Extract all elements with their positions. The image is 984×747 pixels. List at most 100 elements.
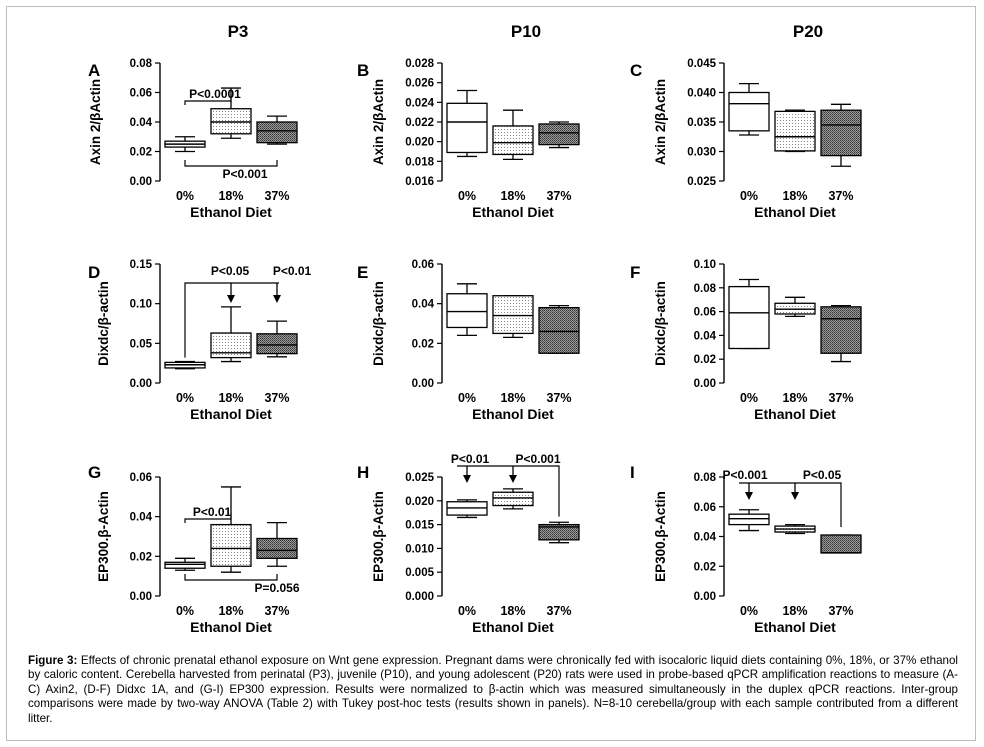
y-tick-label: 0.05 (130, 338, 153, 350)
y-tick-label: 0.00 (130, 176, 152, 188)
figure-panels: A 0.00 0.02 0.04 0.06 0.08 Axin 2/βActin 0% 18% 3… (88, 58, 862, 635)
x-tick-label: 37% (264, 189, 289, 203)
x-tick-label: 18% (218, 189, 243, 203)
panel-letter: F (630, 263, 640, 282)
box (492, 295, 534, 335)
y-tick-label: 0.06 (130, 88, 152, 100)
panel-letter: D (88, 263, 100, 282)
significance-bracket (739, 482, 842, 528)
y-tick-label: 0.018 (405, 156, 434, 168)
x-axis-label: Ethanol Diet (472, 204, 554, 220)
y-axis-label: EP300.β-Actin (371, 491, 386, 582)
y-tick-label: 0.016 (405, 176, 434, 188)
y-tick-label: 0.025 (687, 176, 716, 188)
box (728, 91, 770, 132)
y-tick-label: 0.005 (405, 567, 434, 579)
y-tick-label: 0.06 (694, 307, 716, 319)
panel-letter: I (630, 463, 635, 482)
y-axis-label: Axin 2/βActin (653, 79, 668, 165)
panel-letter: G (88, 463, 101, 482)
column-header-p3: P3 (227, 22, 249, 41)
x-tick-label: 37% (828, 391, 853, 405)
panel-letter: E (357, 263, 368, 282)
caption-text: Effects of chronic prenatal ethanol expo… (28, 654, 958, 725)
panel-i: I0.000.020.040.060.08EP300.β-Actin0%18%3… (630, 463, 862, 635)
significance-arrow-head (463, 475, 471, 483)
y-tick-label: 0.035 (687, 117, 716, 129)
x-tick-label: 0% (458, 189, 476, 203)
box (728, 513, 770, 526)
y-axis-label: EP300.β-Actin (653, 491, 668, 582)
x-tick-label: 37% (546, 604, 571, 618)
x-tick-label: 0% (176, 604, 194, 618)
x-tick-label: 18% (218, 391, 243, 405)
y-tick-label: 0.02 (130, 551, 152, 563)
y-tick-label: 0.10 (130, 299, 152, 311)
figure-caption: Figure 3: Effects of chronic prenatal et… (28, 654, 958, 726)
x-tick-label: 0% (740, 391, 758, 405)
y-tick-label: 0.15 (130, 259, 153, 271)
x-tick-label: 37% (546, 189, 571, 203)
x-tick-label: 18% (782, 189, 807, 203)
x-axis-label: Ethanol Diet (472, 406, 554, 422)
y-tick-label: 0.10 (694, 259, 716, 271)
y-tick-label: 0.020 (405, 496, 434, 508)
x-axis-label: Ethanol Diet (754, 204, 836, 220)
significance-label: P=0.056 (254, 581, 299, 595)
box (446, 102, 488, 154)
panel-g: G0.000.020.040.06EP300.β-Actin0%18%37%Et… (88, 463, 300, 635)
significance-label: P<0.05 (211, 264, 250, 278)
box (820, 306, 862, 354)
y-tick-label: 0.08 (694, 472, 717, 484)
y-tick-label: 0.030 (687, 147, 716, 159)
y-tick-label: 0.06 (412, 259, 434, 271)
panel-e: E0.000.020.040.06Dixdc/β-actin0%18%37%Et… (357, 259, 580, 422)
panel-letter: A (88, 61, 100, 80)
x-tick-label: 18% (782, 604, 807, 618)
y-tick-label: 0.00 (694, 591, 716, 603)
panel-d: D0.000.050.100.15Dixdc/β-actin0%18%37%Et… (88, 259, 312, 422)
box (492, 125, 534, 156)
y-axis-label: Axin 2/βActin (88, 79, 103, 165)
x-tick-label: 18% (500, 391, 525, 405)
panel-h: H0.0000.0050.0100.0150.0200.025EP300.β-A… (357, 452, 580, 635)
panel-f: F0.000.020.040.060.080.10Dixdc/β-actin0%… (630, 259, 862, 422)
box (164, 561, 206, 569)
y-tick-label: 0.08 (694, 283, 717, 295)
y-tick-label: 0.06 (130, 472, 152, 484)
box (774, 110, 816, 152)
y-tick-label: 0.010 (405, 543, 434, 555)
panel-letter: B (357, 61, 369, 80)
y-tick-label: 0.028 (405, 58, 434, 70)
y-tick-label: 0.02 (694, 561, 716, 573)
caption-label: Figure 3: (28, 654, 78, 667)
y-tick-label: 0.02 (130, 147, 152, 159)
significance-bracket (184, 282, 279, 358)
significance-bracket (184, 513, 232, 523)
y-axis-label: Dixdc/β-actin (96, 281, 111, 366)
figure-frame (6, 6, 976, 741)
significance-bracket (184, 160, 278, 167)
significance-arrow-head (227, 295, 235, 303)
y-tick-label: 0.040 (687, 88, 716, 100)
y-tick-label: 0.000 (405, 591, 434, 603)
box (210, 332, 252, 359)
y-tick-label: 0.04 (412, 299, 435, 311)
x-tick-label: 0% (740, 604, 758, 618)
box (210, 108, 252, 135)
significance-label: P<0.001 (722, 468, 767, 482)
y-tick-label: 0.024 (405, 97, 434, 109)
box (538, 123, 580, 146)
y-tick-label: 0.020 (405, 137, 434, 149)
significance-label: P<0.001 (515, 452, 560, 466)
x-tick-label: 37% (828, 604, 853, 618)
x-tick-label: 18% (500, 189, 525, 203)
y-tick-label: 0.026 (405, 78, 434, 90)
box (820, 109, 862, 157)
significance-label: P<0.05 (803, 468, 842, 482)
significance-arrow-head (791, 492, 799, 500)
x-tick-label: 0% (458, 604, 476, 618)
y-tick-label: 0.045 (687, 58, 716, 70)
box (538, 523, 580, 541)
panel-letter: C (630, 61, 642, 80)
